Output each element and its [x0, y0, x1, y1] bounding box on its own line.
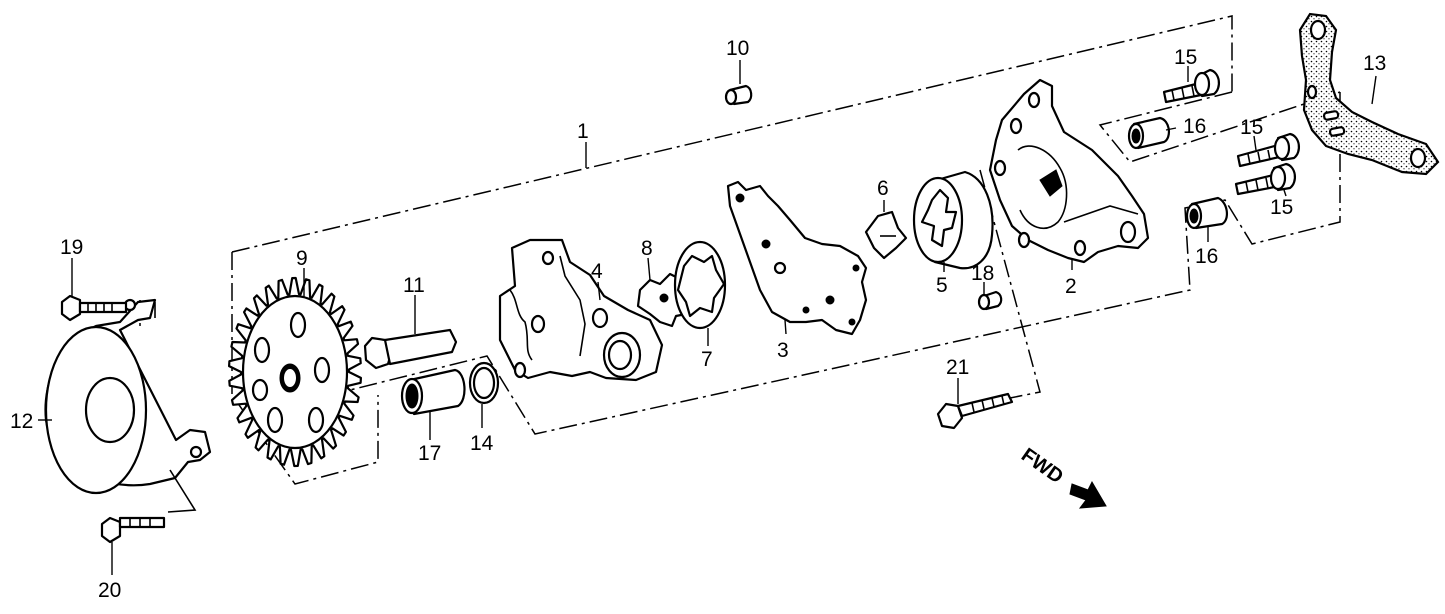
forward-direction-indicator: FWD — [1017, 444, 1107, 509]
callout-19: 19 — [60, 236, 83, 259]
callout-17: 17 — [418, 442, 441, 465]
part-17-sleeve — [400, 368, 466, 440]
callout-13: 13 — [1363, 52, 1386, 75]
callout-14: 14 — [470, 432, 494, 455]
callout-2: 2 — [1065, 275, 1077, 298]
part-14-ring — [468, 361, 500, 428]
part-13-bracket — [1298, 12, 1440, 176]
callout-15-right-lower: 15 — [1270, 196, 1293, 219]
callout-10: 10 — [726, 37, 749, 60]
callout-1: 1 — [577, 120, 589, 143]
part-16-sleeve-right — [1185, 196, 1228, 242]
callout-15-right-upper: 15 — [1240, 116, 1263, 139]
part-12-cover — [44, 298, 212, 495]
part-20-bolt — [100, 469, 197, 575]
part-11-shaft — [363, 295, 458, 370]
part-15-bolt-right-upper — [1236, 132, 1300, 168]
part-5-rotor — [912, 170, 994, 272]
part-16-sleeve-top — [1127, 116, 1177, 150]
callout-5: 5 — [936, 274, 948, 297]
callout-6: 6 — [877, 177, 889, 200]
callout-12: 12 — [10, 410, 33, 433]
part-18-dowel — [977, 282, 1003, 311]
part-10-dowel — [724, 60, 753, 106]
callout-16-right: 16 — [1195, 245, 1218, 268]
callout-9: 9 — [296, 247, 308, 270]
callout-3: 3 — [777, 339, 789, 362]
callout-16-top: 16 — [1183, 115, 1206, 138]
callout-18: 18 — [971, 262, 994, 285]
part-9-gear — [228, 268, 362, 468]
callout-21: 21 — [946, 356, 969, 379]
part-4-pump-body — [498, 238, 664, 382]
forward-arrow-icon — [1069, 480, 1107, 509]
part-7-outer-rotor — [673, 240, 727, 346]
callout-8: 8 — [641, 237, 653, 260]
callout-4: 4 — [591, 260, 603, 283]
fwd-label: FWD — [1017, 444, 1067, 488]
part-21-bolt — [936, 378, 1014, 430]
part-2-pump-housing — [988, 78, 1150, 270]
callout-7: 7 — [701, 348, 713, 371]
part-6-drive-piece — [864, 200, 908, 260]
callout-labels: 1 2 3 4 5 6 7 8 9 10 11 12 13 14 15 15 1… — [10, 37, 1386, 602]
part-19-bolt — [60, 258, 128, 322]
part-15-bolt-right-lower — [1234, 162, 1296, 197]
part-15-bolt-top — [1162, 66, 1220, 104]
callout-20: 20 — [98, 579, 121, 602]
callout-15-top: 15 — [1174, 46, 1197, 69]
callout-11: 11 — [403, 274, 425, 297]
part-3-plate — [726, 180, 868, 336]
